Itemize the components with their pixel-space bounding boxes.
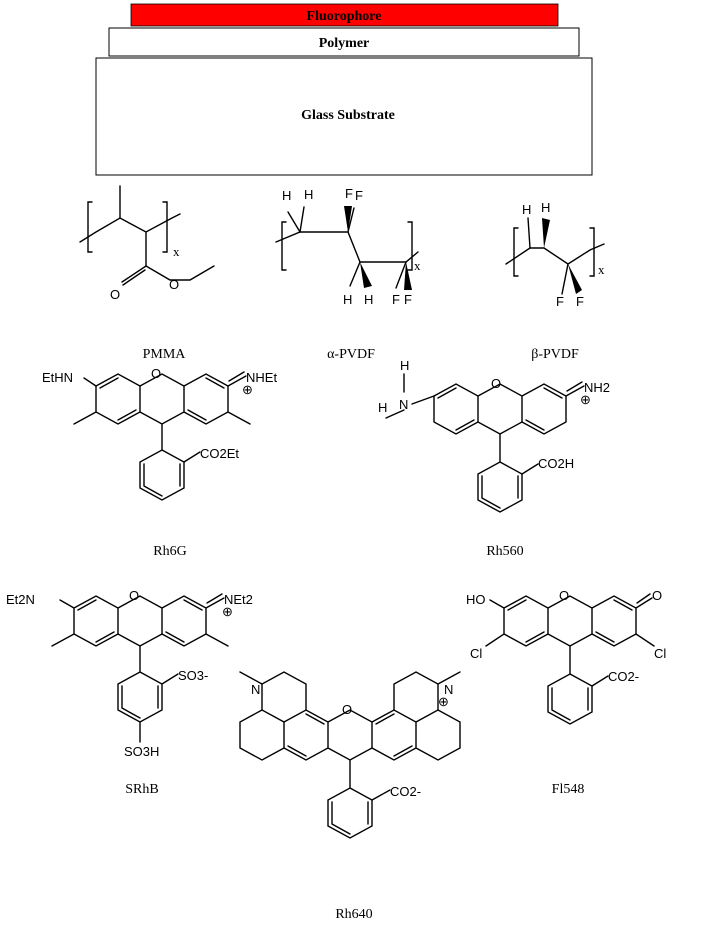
glass-substrate-label: Glass Substrate [301,108,395,123]
glass-substrate-layer [95,57,593,176]
beta-pvdf-h1: H [522,202,531,217]
srhb-sulfonate: SO3- [178,668,208,683]
alpha-pvdf-h3: H [343,292,352,307]
alpha-pvdf-f4: F [404,292,412,307]
fluorophore-layer-label: Fluorophore [307,9,382,24]
rh640-charge: ⊕ [438,694,449,709]
fl548-cl-left: Cl [470,646,482,661]
srhb-left-group: Et2N [6,592,35,607]
srhb-sulfonic: SO3H [124,744,159,759]
alpha-pvdf-f3: F [392,292,400,307]
rh560-acid: CO2H [538,456,574,471]
beta-pvdf-f2: F [576,294,584,309]
rh560-charge: ⊕ [580,392,591,407]
fl548-hydroxyl: HO [466,592,486,607]
rh560-caption: Rh560 [486,544,523,559]
rh6g-charge: ⊕ [242,382,253,397]
fl548-caption: Fl548 [552,782,585,797]
rh560-structure: O H H N NH2 ⊕ CO2H [378,358,610,513]
alpha-pvdf-h1: H [282,188,291,203]
rh640-n-right: N [444,682,453,697]
rh6g-structure: O EtHN NHEt ⊕ CO2Et [42,366,277,501]
rh6g-right-group: NHEt [246,370,277,385]
beta-pvdf-structure: H H F F x [505,200,605,309]
pmma-ester-o: O [169,277,179,292]
polymer-layer-label: Polymer [319,36,370,51]
beta-pvdf-h2: H [541,200,550,215]
rh560-ring-o: O [491,376,501,391]
fl548-carboxylate: CO2- [608,669,639,684]
srhb-right-group: NEt2 [224,592,253,607]
pmma-carbonyl-o: O [110,287,120,302]
rh640-ring-o: O [342,702,352,717]
beta-pvdf-caption: β-PVDF [531,347,579,362]
pmma-repeat-x: x [173,244,180,259]
alpha-pvdf-repeat-x: x [414,258,421,273]
alpha-pvdf-structure: H H F F H H F F x [275,186,421,307]
srhb-structure: O Et2N NEt2 ⊕ SO3- SO3H [6,588,253,759]
rh6g-ester: CO2Et [200,446,239,461]
alpha-pvdf-h4: H [364,292,373,307]
pmma-caption: PMMA [143,347,187,362]
beta-pvdf-f1: F [556,294,564,309]
alpha-pvdf-h2: H [304,187,313,202]
rh6g-caption: Rh6G [153,544,186,559]
rh640-carboxylate: CO2- [390,784,421,799]
beta-pvdf-repeat-x: x [598,262,605,277]
pmma-structure: O O x [79,185,215,302]
rh560-amine-n: N [399,397,408,412]
fl548-keto-o: O [652,588,662,603]
rh640-caption: Rh640 [335,907,372,922]
fl548-structure: O HO O Cl Cl CO2- [466,588,666,725]
rh640-n-left: N [251,682,260,697]
alpha-pvdf-caption: α-PVDF [327,347,375,362]
polymer-layer [108,27,580,57]
rh560-amine-h-top: H [400,358,409,373]
alpha-pvdf-f2: F [355,188,363,203]
rh6g-left-group: EtHN [42,370,73,385]
rh560-amine-h: H [378,400,387,415]
srhb-caption: SRhB [125,782,158,797]
srhb-charge: ⊕ [222,604,233,619]
fl548-ring-o: O [559,588,569,603]
fl548-cl-right: Cl [654,646,666,661]
fluorophore-layer [130,3,559,27]
rh6g-ring-o: O [151,366,161,381]
rh640-structure: O N N ⊕ CO2- [239,671,461,839]
rh560-right-group: NH2 [584,380,610,395]
srhb-ring-o: O [129,588,139,603]
alpha-pvdf-f1: F [345,186,353,201]
